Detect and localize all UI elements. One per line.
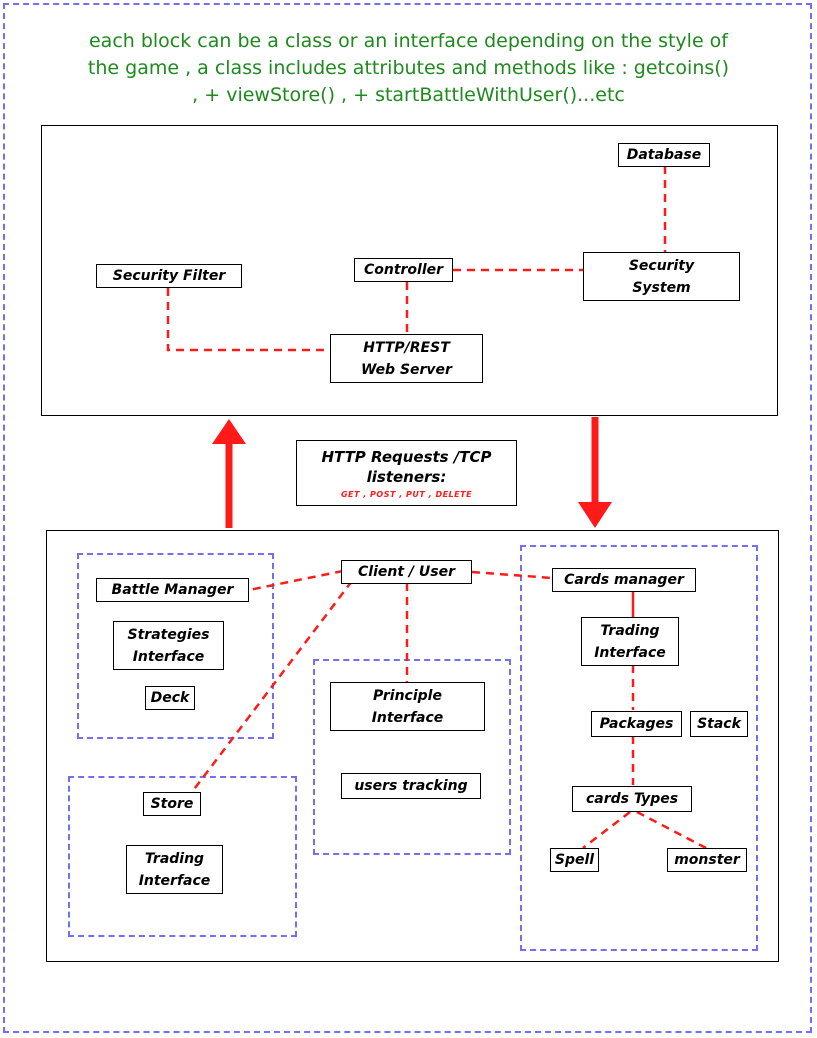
cards-trading-label-line2: Interface <box>594 644 666 661</box>
protocol-label-line2: listeners: <box>366 467 447 486</box>
controller-label: Controller <box>363 262 444 278</box>
strategies-label-line2: Interface <box>132 648 205 665</box>
client-frame <box>46 530 779 962</box>
strategies-label-line1: Strategies <box>127 626 210 643</box>
client-user-box: Client / User <box>341 560 472 584</box>
battle-manager-box: Battle Manager <box>96 578 249 602</box>
principle-interface-box: Principle Interface <box>330 682 485 731</box>
security-filter-label: Security Filter <box>112 268 226 284</box>
store-trading-interface-box: Trading Interface <box>126 845 223 894</box>
deck-label: Deck <box>150 690 190 706</box>
strategies-interface-box: Strategies Interface <box>113 621 224 670</box>
security-system-label-line2: System <box>632 279 691 296</box>
cards-manager-box: Cards manager <box>552 568 696 592</box>
deck-box: Deck <box>145 686 195 710</box>
cards-types-label: cards Types <box>585 791 679 807</box>
security-system-box: Security System <box>583 252 740 301</box>
store-label: Store <box>150 796 194 812</box>
web-server-label-line1: HTTP/REST <box>363 339 450 356</box>
caption-line-1: each block can be a class or an interfac… <box>88 30 728 52</box>
protocol-box: HTTP Requests /TCP listeners: GET , POST… <box>296 440 517 506</box>
outer-boundary <box>3 3 812 1033</box>
spell-box: Spell <box>550 848 599 872</box>
cards-trading-label-line1: Trading <box>600 622 660 639</box>
protocol-label-line1: HTTP Requests /TCP <box>321 447 492 466</box>
users-tracking-box: users tracking <box>341 773 481 799</box>
diagram-caption: each block can be a class or an interfac… <box>30 28 787 109</box>
controller-box: Controller <box>354 258 453 282</box>
database-label: Database <box>626 147 702 163</box>
web-server-box: HTTP/REST Web Server <box>330 334 483 383</box>
server-frame <box>41 125 778 416</box>
cards-trading-interface-box: Trading Interface <box>581 617 679 666</box>
packages-box: Packages <box>591 711 682 737</box>
caption-line-2: the game , a class includes attributes a… <box>87 57 730 79</box>
caption-line-3: , + viewStore() , + startBattleWithUser(… <box>192 84 625 106</box>
store-box: Store <box>143 792 201 816</box>
stack-box: Stack <box>690 711 748 737</box>
store-group <box>68 776 297 937</box>
monster-label: monster <box>674 852 740 868</box>
stack-label: Stack <box>697 716 741 732</box>
security-filter-box: Security Filter <box>96 264 242 288</box>
security-system-label-line1: Security <box>628 257 695 274</box>
principle-label-line1: Principle <box>373 687 442 704</box>
users-tracking-label: users tracking <box>354 778 468 794</box>
spell-label: Spell <box>554 852 595 868</box>
client-user-label: Client / User <box>358 564 455 580</box>
battle-manager-label: Battle Manager <box>111 582 234 598</box>
cards-group <box>520 545 758 951</box>
principle-label-line2: Interface <box>371 709 444 726</box>
monster-box: monster <box>667 848 747 872</box>
store-trading-label-line1: Trading <box>144 850 205 867</box>
cards-manager-label: Cards manager <box>564 572 684 588</box>
packages-label: Packages <box>599 716 674 732</box>
database-box: Database <box>618 143 710 167</box>
cards-types-box: cards Types <box>572 786 692 812</box>
web-server-label-line2: Web Server <box>361 361 452 378</box>
store-trading-label-line2: Interface <box>138 872 211 889</box>
http-methods-label: GET , POST , PUT , DELETE <box>340 489 473 499</box>
